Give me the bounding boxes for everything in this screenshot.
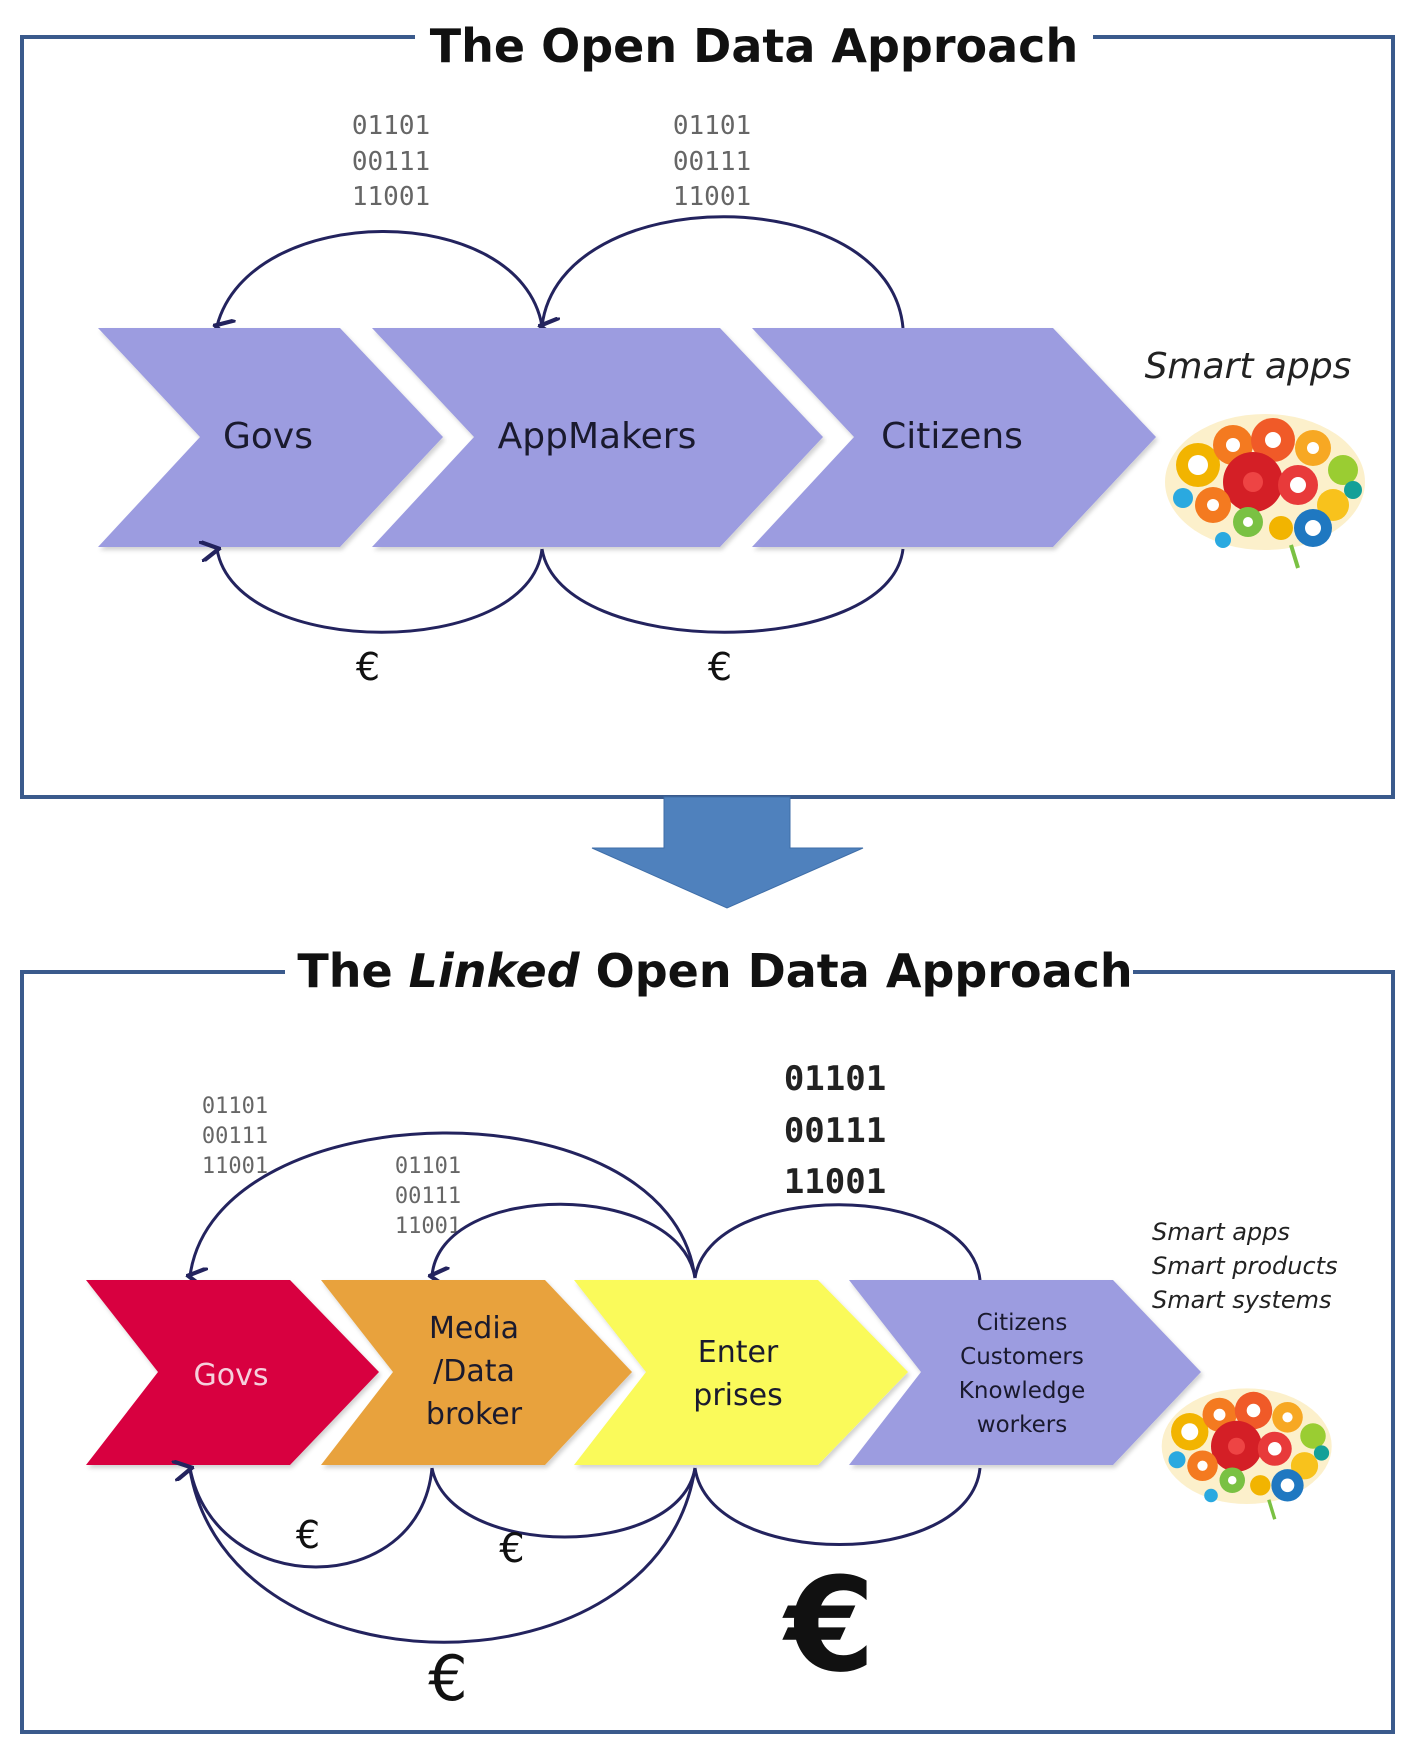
output-label: Smart systems bbox=[1152, 1286, 1332, 1314]
binary-line: 01101 bbox=[352, 111, 430, 141]
binary-line: 01101 bbox=[202, 1094, 268, 1119]
binary-line: 01101 bbox=[784, 1059, 886, 1099]
binary-line: 11001 bbox=[352, 182, 430, 212]
binary-line: 01101 bbox=[395, 1154, 461, 1179]
output-label: Smart apps bbox=[1152, 1218, 1290, 1246]
gear-brain-icon bbox=[1161, 1388, 1332, 1520]
binary-line: 01101 bbox=[673, 111, 751, 141]
binary-line: 00111 bbox=[784, 1111, 886, 1151]
binary-line: 11001 bbox=[395, 1214, 461, 1239]
title-emphasis: Linked bbox=[409, 944, 581, 998]
stage-label: AppMakers bbox=[498, 416, 697, 457]
bottom-panel-frame bbox=[20, 970, 1395, 1734]
binary-line: 11001 bbox=[673, 182, 751, 212]
bottom-binary-block-2: 01101 00111 11001 bbox=[395, 1154, 461, 1239]
stage-label: Media bbox=[429, 1311, 519, 1346]
binary-line: 11001 bbox=[784, 1162, 886, 1202]
stage-label: Enter bbox=[698, 1335, 779, 1370]
money-flow-arrow bbox=[217, 549, 544, 634]
binary-line: 00111 bbox=[395, 1184, 461, 1209]
binary-line: 11001 bbox=[202, 1154, 268, 1179]
euro-icon: € bbox=[356, 645, 380, 689]
data-flow-arrow bbox=[190, 1131, 697, 1278]
stage-label: Govs bbox=[223, 416, 313, 457]
top-binary-block-2: 01101 00111 11001 bbox=[673, 111, 751, 212]
stage-label: broker bbox=[426, 1397, 523, 1432]
euro-icon: € bbox=[296, 1513, 320, 1557]
stage-chevron-citizens bbox=[752, 328, 1156, 547]
bottom-panel-title: The Linked Open Data Approach bbox=[297, 944, 1132, 998]
stage-chevron-appmakers bbox=[372, 328, 823, 547]
stage-label: Govs bbox=[194, 1358, 269, 1393]
stage-label: prises bbox=[693, 1378, 782, 1413]
data-flow-arrow bbox=[693, 1203, 982, 1281]
stage-label: Knowledge bbox=[959, 1378, 1085, 1404]
top-panel: The Open Data Approach 01101 00111 11001… bbox=[20, 19, 1395, 799]
stage-label: workers bbox=[977, 1412, 1067, 1438]
stage-chevron-enterprises bbox=[574, 1280, 908, 1465]
stage-chevron-citizens bbox=[849, 1280, 1201, 1465]
euro-icon: € bbox=[428, 1642, 467, 1715]
binary-line: 00111 bbox=[673, 147, 751, 177]
euro-icon: € bbox=[708, 645, 732, 689]
output-label: Smart apps bbox=[1145, 346, 1352, 387]
stage-chevron-govs bbox=[86, 1280, 379, 1465]
stage-label: Citizens bbox=[977, 1310, 1068, 1336]
euro-icon: € bbox=[499, 1526, 524, 1572]
stage-chevron-media-broker bbox=[321, 1280, 632, 1465]
stage-chevron-govs bbox=[98, 328, 443, 547]
data-flow-arrow bbox=[542, 215, 905, 328]
output-label: Smart products bbox=[1152, 1252, 1338, 1280]
down-arrow-icon bbox=[591, 796, 864, 909]
money-flow-arrow bbox=[693, 1467, 982, 1546]
money-flow-arrow bbox=[540, 548, 905, 634]
money-flow-arrow bbox=[430, 1467, 697, 1539]
stage-label: Citizens bbox=[881, 416, 1023, 457]
top-binary-block-1: 01101 00111 11001 bbox=[352, 111, 430, 212]
data-flow-arrow bbox=[432, 1202, 697, 1278]
euro-icon: € bbox=[782, 1549, 875, 1701]
top-panel-title: The Open Data Approach bbox=[430, 19, 1078, 73]
bottom-panel: The Linked Open Data Approach 01101 0011… bbox=[20, 944, 1395, 1734]
money-flow-arrow bbox=[190, 1468, 434, 1569]
stage-label: /Data bbox=[433, 1354, 515, 1389]
bottom-binary-block-3: 01101 00111 11001 bbox=[784, 1059, 886, 1202]
data-flow-arrow bbox=[217, 230, 544, 327]
stage-label: Customers bbox=[960, 1344, 1084, 1370]
money-flow-arrow bbox=[188, 1467, 697, 1644]
bottom-binary-block-1: 01101 00111 11001 bbox=[202, 1094, 268, 1179]
gear-brain-icon bbox=[1165, 414, 1365, 569]
binary-line: 00111 bbox=[202, 1124, 268, 1149]
binary-line: 00111 bbox=[352, 147, 430, 177]
